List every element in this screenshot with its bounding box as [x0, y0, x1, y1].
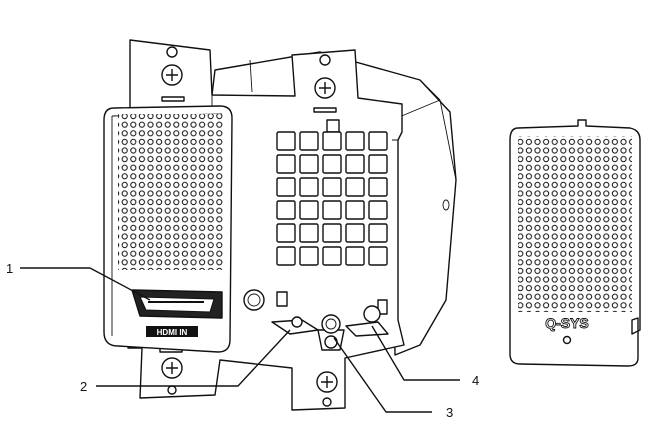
callout-4-number: 4	[472, 373, 479, 388]
callout-1-number: 1	[6, 261, 13, 276]
vent-opening	[322, 154, 342, 174]
vent-opening	[368, 154, 388, 174]
top-left-screw-tab	[161, 46, 185, 102]
vent-opening	[276, 131, 296, 151]
vent-opening	[368, 200, 388, 220]
cover-plate: Q-SYS	[509, 119, 641, 367]
callout-3-number: 3	[446, 405, 453, 420]
vent-grid	[276, 131, 388, 266]
vent-opening	[368, 246, 388, 266]
hdmi-port	[131, 289, 223, 319]
vent-opening	[368, 131, 388, 151]
vent-opening	[276, 223, 296, 243]
vent-opening	[322, 200, 342, 220]
vent-opening	[368, 223, 388, 243]
vent-opening	[299, 200, 319, 220]
vent-opening	[299, 154, 319, 174]
hdmi-module: HDMI IN	[103, 105, 233, 353]
vent-opening	[345, 154, 365, 174]
vent-opening	[276, 154, 296, 174]
vent-opening	[345, 223, 365, 243]
vent-opening	[345, 177, 365, 197]
vent-opening	[322, 223, 342, 243]
front-controls	[243, 289, 389, 351]
vent-opening	[276, 200, 296, 220]
vent-opening	[299, 223, 319, 243]
vent-opening	[345, 200, 365, 220]
vent-opening	[322, 131, 342, 151]
callout-1: 1	[6, 261, 151, 301]
vent-opening	[345, 131, 365, 151]
vent-opening	[322, 177, 342, 197]
callout-2-number: 2	[80, 379, 87, 394]
vent-opening	[368, 177, 388, 197]
vent-opening	[299, 177, 319, 197]
bottom-left-screw-tab	[159, 347, 183, 395]
top-center-screw-tab	[313, 54, 340, 133]
cover-logo: Q-SYS	[545, 315, 589, 331]
vent-opening	[276, 246, 296, 266]
vent-opening	[322, 246, 342, 266]
bottom-center-screw-tab	[316, 371, 338, 407]
dip-switch-right	[345, 305, 389, 337]
callout-4: 4	[371, 325, 479, 388]
vent-opening	[299, 131, 319, 151]
vent-opening	[299, 246, 319, 266]
callout-2: 2	[80, 329, 291, 394]
vent-opening	[276, 177, 296, 197]
vent-opening	[345, 246, 365, 266]
hdmi-port-label: HDMI IN	[157, 328, 188, 337]
callout-3: 3	[333, 337, 453, 420]
